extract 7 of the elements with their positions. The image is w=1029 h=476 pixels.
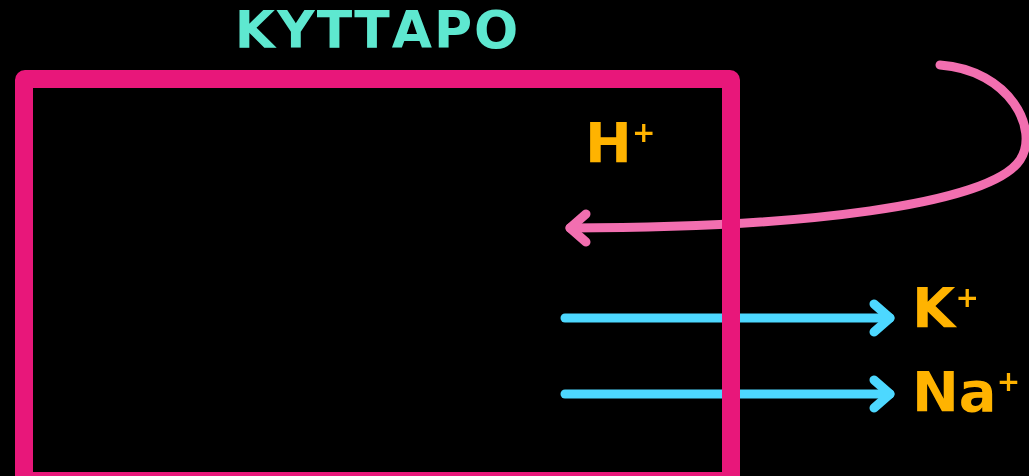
arrow [560, 375, 895, 413]
ion-label: K$^{+}$ [912, 280, 979, 336]
ion-label: Na$^{+}$ [912, 364, 1021, 420]
arrow [565, 60, 1029, 247]
arrow [560, 299, 895, 337]
cell-title: ΚΥΤΤΑΡΟ [233, 2, 522, 60]
ion-label: H$^{+}$ [585, 115, 656, 171]
